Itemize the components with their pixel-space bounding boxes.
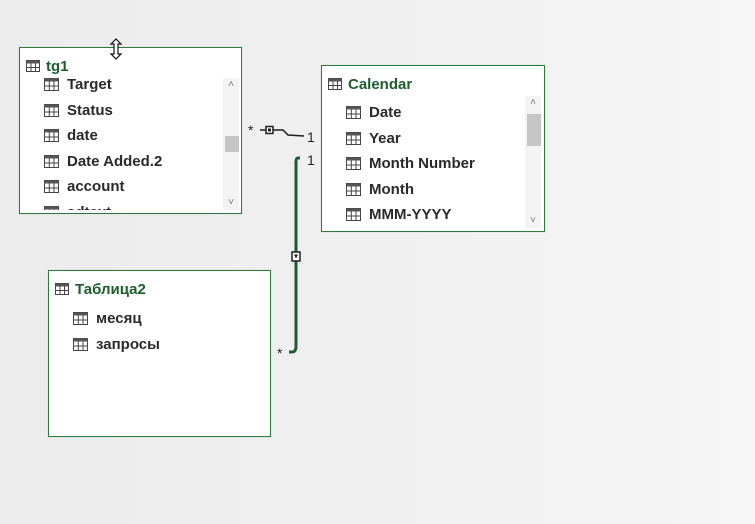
field-column-icon	[346, 157, 361, 171]
field-label: adtext	[67, 204, 111, 210]
field-label: account	[67, 178, 125, 196]
field-item[interactable]: месяц	[73, 306, 160, 332]
scroll-thumb[interactable]	[225, 136, 239, 152]
field-item[interactable]: account	[44, 174, 162, 200]
field-item[interactable]: Target	[44, 72, 162, 98]
field-label: Year	[369, 129, 401, 147]
field-column-icon	[346, 106, 361, 120]
field-label: Date Added.2	[67, 152, 163, 170]
field-label: Target	[67, 76, 112, 94]
table-card-calendar[interactable]: Calendar Date Year Month Number Mont	[321, 65, 545, 232]
table-header[interactable]: Calendar	[328, 74, 412, 94]
field-column-icon	[44, 180, 59, 194]
field-column-icon	[44, 129, 59, 143]
field-item[interactable]: date	[44, 123, 162, 149]
field-item[interactable]: Month Number	[346, 151, 475, 177]
field-column-icon	[44, 103, 59, 117]
table-grid-icon	[26, 60, 40, 72]
field-item[interactable]: Date	[346, 100, 475, 126]
field-list: Date Year Month Number Month MMM-YYYY	[346, 100, 475, 228]
scroll-down-icon[interactable]: ˅	[228, 197, 234, 208]
field-label: Month	[369, 180, 414, 198]
cardinality-many-label: *	[248, 122, 254, 138]
field-label: Month Number	[369, 155, 475, 173]
field-column-icon	[44, 78, 59, 92]
table-title[interactable]: tg1	[46, 57, 69, 75]
field-item[interactable]: Date Added.2	[44, 149, 162, 175]
vertical-scrollbar[interactable]: ˄ ˅	[525, 96, 541, 228]
field-label: Date	[369, 104, 402, 122]
field-item[interactable]: Status	[44, 98, 162, 124]
cardinality-many-label: *	[277, 345, 283, 361]
scroll-thumb[interactable]	[527, 114, 541, 146]
table-card-tablica2[interactable]: Таблица2 месяц запросы	[48, 270, 271, 437]
resize-cursor-icon	[109, 38, 123, 60]
vertical-scrollbar[interactable]: ˄ ˅	[223, 78, 239, 210]
field-column-icon	[73, 312, 88, 326]
scroll-up-icon[interactable]: ˄	[228, 79, 234, 90]
table-grid-icon	[55, 283, 69, 295]
cardinality-one-label: 1	[307, 129, 315, 145]
field-column-icon	[346, 208, 361, 222]
field-column-icon	[44, 154, 59, 168]
field-list: месяц запросы	[73, 306, 160, 357]
table-grid-icon	[328, 78, 342, 90]
field-column-icon	[73, 337, 88, 351]
field-list: Target Status date Date Added.2 account	[44, 72, 162, 210]
field-column-icon	[346, 131, 361, 145]
table-header[interactable]: Таблица2	[55, 279, 146, 299]
scroll-up-icon[interactable]: ˄	[530, 97, 536, 108]
table-title[interactable]: Таблица2	[75, 280, 146, 298]
field-item[interactable]: Year	[346, 126, 475, 152]
field-column-icon	[44, 205, 59, 210]
field-item[interactable]: MMM-YYYY	[346, 202, 475, 228]
table-header[interactable]: tg1	[26, 56, 69, 76]
field-label: месяц	[96, 310, 142, 328]
field-label: Status	[67, 101, 113, 119]
field-label: date	[67, 127, 98, 145]
scroll-down-icon[interactable]: ˅	[530, 215, 536, 226]
field-item[interactable]: Month	[346, 177, 475, 203]
field-item[interactable]: запросы	[73, 332, 160, 358]
table-card-tg1[interactable]: tg1 Target Status date Date Added.2	[19, 47, 242, 214]
field-label: MMM-YYYY	[369, 206, 452, 224]
field-item[interactable]: adtext	[44, 200, 162, 210]
field-label: запросы	[96, 335, 160, 353]
cardinality-one-label: 1	[307, 152, 315, 168]
relationship-tablica2-calendar[interactable]	[289, 156, 301, 354]
table-title[interactable]: Calendar	[348, 75, 413, 93]
relationship-tg1-calendar[interactable]	[260, 125, 305, 137]
field-column-icon	[346, 182, 361, 196]
